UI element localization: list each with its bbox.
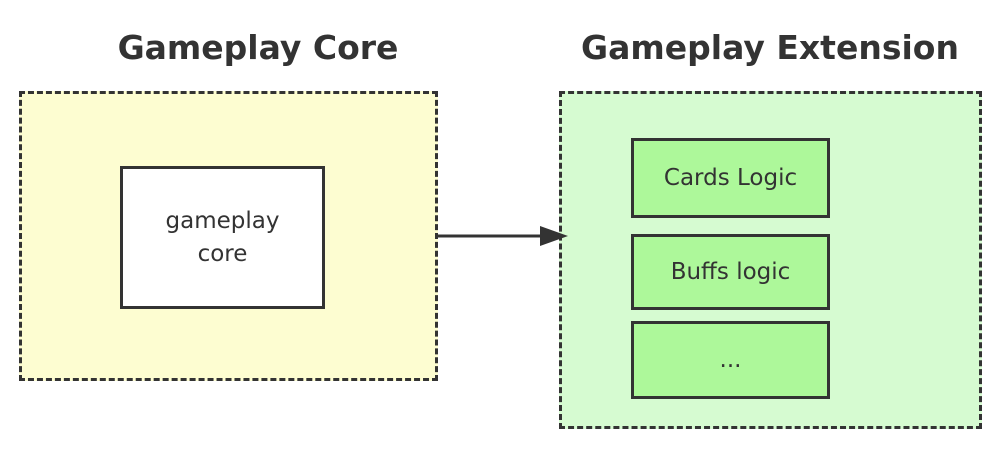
arrow-head-icon [540, 226, 568, 246]
core-group-container [19, 91, 438, 381]
cards-logic-label: Cards Logic [663, 164, 798, 191]
buffs-logic-label: Buffs logic [670, 258, 791, 285]
gameplay-core-label: gameplay core [165, 207, 280, 267]
core-group-title: Gameplay Core [117, 28, 399, 67]
extension-group-title: Gameplay Extension [581, 28, 959, 67]
more-modules-label: ... [719, 346, 742, 373]
cards-logic-box: Cards Logic [631, 138, 830, 218]
more-modules-box: ... [631, 321, 830, 399]
gameplay-core-box: gameplay core [120, 166, 325, 309]
buffs-logic-box: Buffs logic [631, 234, 830, 310]
